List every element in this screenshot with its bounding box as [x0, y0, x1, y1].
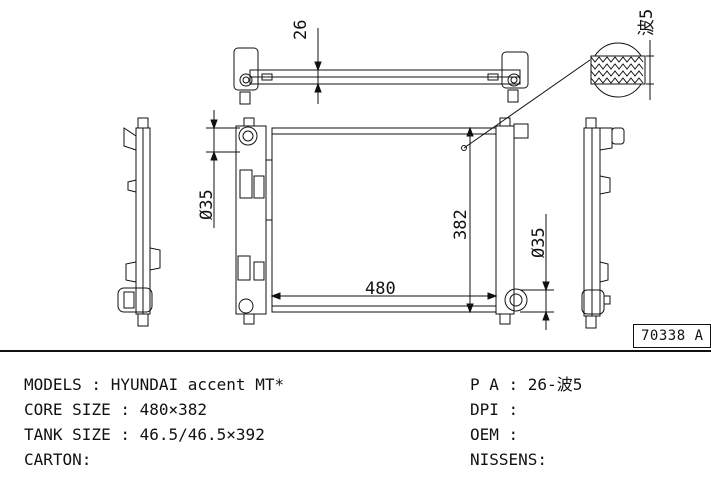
specs-right-column: P A : 26-波5 DPI : OEM : NISSENS:: [470, 372, 582, 472]
divider-line: [0, 350, 711, 352]
dimension-width: 480: [270, 279, 498, 300]
fin-detail: 波5: [461, 9, 657, 151]
spec-label: MODELS :: [24, 375, 111, 394]
left-side-view: [117, 117, 161, 327]
spec-models: MODELS : HYUNDAI accent MT*: [24, 372, 284, 397]
spec-label: CARTON:: [24, 450, 92, 469]
dimension-right-tank: Ø35: [520, 214, 554, 330]
spec-value: 26-波5: [527, 375, 583, 394]
spec-pa: P A : 26-波5: [470, 372, 582, 397]
spec-value: HYUNDAI accent MT*: [110, 375, 285, 394]
dimension-26-label: 26: [291, 20, 311, 40]
dimension-left-tank-label: Ø35: [197, 189, 217, 220]
spec-core-size: CORE SIZE : 480×382: [24, 397, 284, 422]
dimension-26: 26: [291, 20, 322, 104]
spec-label: TANK SIZE :: [24, 425, 140, 444]
spec-value: 46.5/46.5×392: [139, 425, 265, 444]
right-side-view: [581, 117, 625, 329]
specs-left-column: MODELS : HYUNDAI accent MT* CORE SIZE : …: [24, 372, 284, 472]
dimension-right-tank-label: Ø35: [529, 227, 549, 258]
dimension-height: 382: [451, 126, 474, 314]
part-number: 70338 A: [633, 324, 711, 348]
dimension-left-tank: Ø35: [197, 110, 240, 228]
spec-tank-size: TANK SIZE : 46.5/46.5×392: [24, 422, 284, 447]
spec-label: P A :: [470, 375, 528, 394]
spec-label: NISSENS:: [470, 450, 548, 469]
spec-dpi: DPI :: [470, 397, 582, 422]
dimension-wave-label: 波5: [637, 9, 657, 36]
spec-oem: OEM :: [470, 422, 582, 447]
front-view-radiator: [235, 117, 529, 325]
spec-label: CORE SIZE :: [24, 400, 140, 419]
spec-label: OEM :: [470, 425, 528, 444]
dimension-width-label: 480: [365, 279, 396, 299]
spec-nissens: NISSENS:: [470, 447, 582, 472]
spec-value: 480×382: [139, 400, 208, 419]
radiator-technical-drawing: 26 波5 Ø35: [117, 9, 657, 330]
spec-carton: CARTON:: [24, 447, 284, 472]
spec-label: DPI :: [470, 400, 528, 419]
top-view-mounting-bar: [233, 47, 529, 105]
dimension-height-label: 382: [451, 209, 471, 240]
